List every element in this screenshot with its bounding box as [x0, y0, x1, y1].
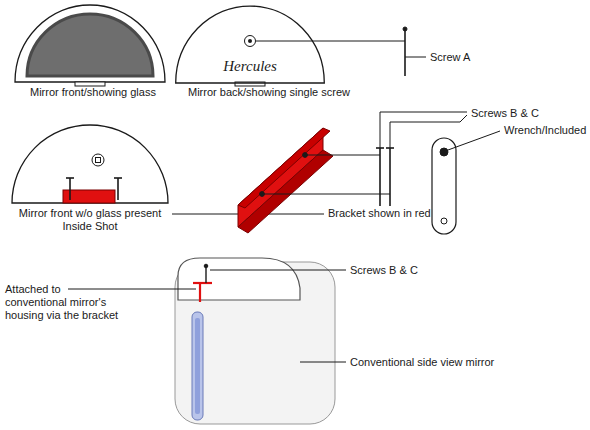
callout-label: Bracket shown in red — [328, 207, 431, 220]
screw-head — [66, 177, 74, 179]
callout-label: Conventional side view mirror — [350, 356, 494, 369]
screw-a-socket — [92, 154, 104, 166]
leader-line — [300, 362, 346, 363]
leader-line — [305, 155, 380, 156]
screw-c — [389, 148, 391, 206]
screw-c — [117, 178, 119, 200]
mirror-back: Hercules — [175, 5, 325, 83]
screw-a — [404, 30, 406, 76]
mirror-glass — [27, 14, 153, 76]
bracket — [63, 190, 115, 203]
bracket — [193, 282, 212, 284]
callout-label: Mirror front w/o glass present Inside Sh… — [15, 207, 165, 233]
wrench-hole — [440, 148, 448, 156]
mirror-housing — [15, 5, 165, 82]
mirror-glass-strip — [195, 318, 200, 414]
wrench-hole — [441, 218, 447, 224]
screw-a — [248, 39, 252, 43]
mirror-housing — [12, 125, 168, 203]
screw-a-square — [96, 158, 101, 163]
screw-head — [204, 264, 208, 268]
callout-label: Mirror front/showing glass — [30, 86, 156, 99]
leader-line — [262, 194, 390, 195]
callout-label: Mirror back/showing single screw — [188, 86, 350, 99]
screw-b — [69, 178, 71, 200]
screw-a — [245, 36, 256, 47]
leader-line — [405, 57, 426, 58]
screw-head — [114, 177, 122, 179]
add-on-mirror — [178, 258, 300, 300]
callout-label: Screws B & C — [350, 264, 418, 277]
screw-head — [403, 27, 407, 31]
leader-line — [210, 270, 346, 271]
leader-line — [256, 41, 405, 42]
wrench — [432, 138, 456, 234]
callout-label: Attached to conventional mirror's housin… — [5, 283, 123, 322]
callout-label: Wrench/Included — [504, 124, 586, 137]
mirror-glass-strip — [192, 312, 203, 420]
mirror-housing — [176, 6, 325, 83]
bracket-lip — [238, 128, 330, 208]
callout-label: Screws B & C — [471, 107, 539, 120]
mirror-tab — [75, 82, 105, 86]
screw-b — [205, 266, 206, 283]
leader-line — [68, 289, 196, 290]
brand-name: Hercules — [223, 58, 277, 75]
screw-b — [379, 148, 381, 206]
bracket — [199, 283, 201, 302]
leader-line — [390, 115, 467, 148]
leader-line — [448, 131, 500, 150]
callout-label: Screw A — [430, 51, 470, 64]
